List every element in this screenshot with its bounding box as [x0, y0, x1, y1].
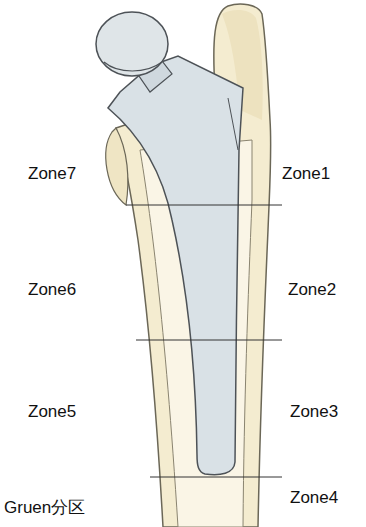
zone-label: Zone6: [28, 280, 76, 300]
head-base: [104, 62, 162, 71]
zone-label: Zone5: [28, 402, 76, 422]
zone-line: [150, 477, 282, 478]
femoral-head: [96, 12, 168, 76]
zone-label: Zone2: [288, 280, 336, 300]
stem-shoulder-line: [228, 98, 238, 150]
zone-line: [136, 340, 282, 341]
zone-label: Gruen分区: [4, 498, 85, 518]
lesser-trochanter: [106, 128, 128, 205]
zone-label: Zone3: [290, 402, 338, 422]
zone-label: Zone4: [290, 488, 338, 508]
femoral-stem: [108, 56, 243, 475]
zone-label: Zone1: [282, 164, 330, 184]
zone-label: Zone7: [28, 164, 76, 184]
zone-line: [126, 205, 282, 206]
